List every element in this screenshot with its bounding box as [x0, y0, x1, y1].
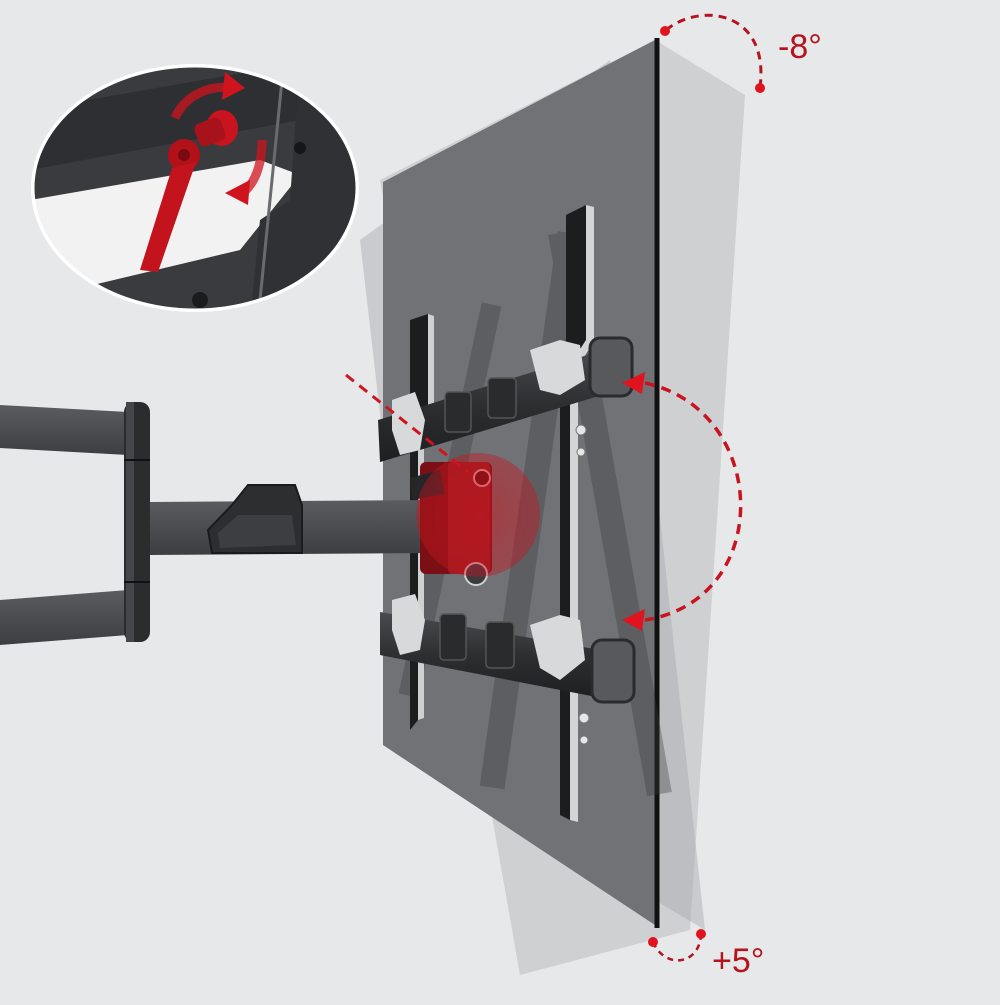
tilt-up-arc	[660, 13, 765, 93]
tilt-pivot-highlight	[416, 453, 540, 577]
arrow-up-icon	[622, 372, 645, 394]
arrow-down-icon	[622, 609, 645, 631]
lever-inset	[31, 64, 359, 312]
extension-arm	[150, 484, 440, 555]
tilt-down-angle-label: +5°	[712, 942, 765, 980]
tilt-up-angle-label: -8°	[778, 28, 822, 66]
hinge-post	[124, 402, 150, 642]
tilt-pivot-bracket	[410, 453, 540, 586]
wall-arm-upper	[0, 405, 128, 455]
rotation-arrows-icon	[170, 72, 267, 205]
lower-cross-bar	[380, 594, 636, 704]
pivot-pointer-line	[345, 373, 469, 474]
upper-cross-bar	[378, 336, 634, 462]
tilt-lock-lever	[140, 110, 238, 272]
wall-arm-lower	[0, 590, 128, 645]
rotation-arc	[622, 372, 743, 631]
tilt-down-arc	[648, 929, 706, 962]
